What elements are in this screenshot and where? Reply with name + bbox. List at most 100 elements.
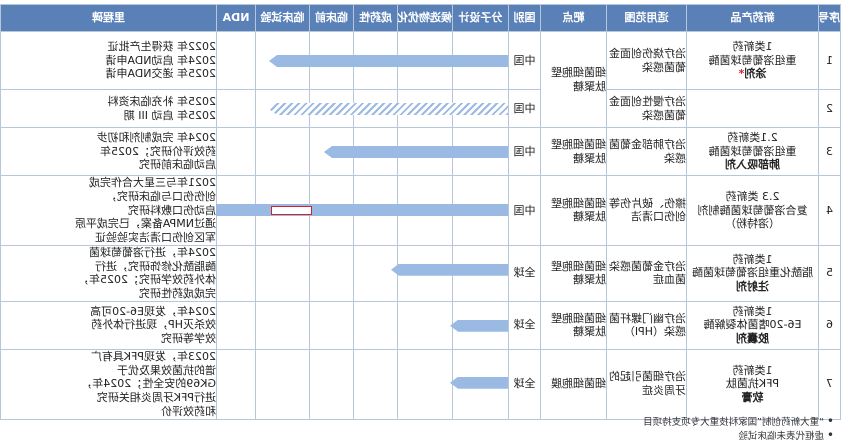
milestone-cell: 2024年 完成制剂和初步药效评价研究；2025年启动临床前研究 [0, 127, 217, 176]
region-cell: 中国 [508, 31, 541, 90]
target-cell: 细菌细胞壁肽聚糖 [540, 127, 607, 176]
row-number: 5 [818, 245, 841, 302]
milestone-line: 2025年 启动 III 期 [123, 108, 216, 122]
product-line: 1类新药 [732, 363, 773, 377]
header-stage-5: 临床试验 [255, 4, 310, 32]
stage-cell [216, 127, 256, 176]
stage-cell [255, 127, 310, 176]
milestone-cell: 2024年，发现E6-20可高效杀灭HP，现进行体外药效学等研究 [0, 301, 217, 350]
target-cell: 细菌细胞膜 [540, 349, 607, 419]
indication-cell: 治疗幽门螺杆菌感染（HPI） [606, 301, 687, 350]
target-cell: 细菌细胞壁肽聚糖 [540, 245, 607, 302]
stage-cell [216, 349, 256, 419]
product-form-text: 涂剂 [744, 67, 767, 81]
stage-cell [353, 301, 398, 350]
milestone-line: 2024年 启动NDA申请 [105, 53, 216, 67]
milestone-line: 2021年与三星大合作完成 [89, 176, 216, 189]
region-cell: 中国 [508, 175, 541, 246]
milestone-line: GK69的安全性；2024年， [81, 377, 216, 391]
stage-cell [255, 349, 310, 419]
stage-cell [255, 31, 310, 90]
stage-cell [255, 175, 310, 246]
region-cell: 全球 [508, 349, 541, 419]
stage-cell [353, 245, 398, 302]
stage-cell [353, 127, 398, 176]
product-form-text: 肺部吸入剂 [725, 158, 780, 172]
row-number: 4 [818, 175, 841, 246]
stage-cell [397, 349, 453, 419]
header-row: 序号 新药产品 适用范围 靶点 国别 分子设计 候选物优化 成药性 临床前 临床… [0, 4, 841, 32]
product-form-text: 软膏 [741, 391, 764, 404]
product-form-text: 胶囊剂 [736, 332, 769, 346]
stage-cell [309, 175, 354, 246]
milestone-line: 启动临床前研究 [139, 158, 216, 172]
stage-cell [453, 349, 509, 419]
product-form: 涂剂* [687, 67, 818, 81]
header-stage-3: 成药性 [353, 4, 398, 32]
milestone-line: 2025年 补充临床资料 [107, 94, 217, 108]
product-line: 2.3 类新药 [725, 189, 780, 203]
row-number: 3 [818, 127, 841, 176]
stage-cell [216, 175, 509, 246]
stage-cell [353, 349, 398, 419]
milestone-line: 启动伤口敷料研究 [128, 203, 216, 217]
milestone-cell: 2024年，进行溶葡萄球菌酶脂酰化修饰研究，进行体外药效学研究；2025年，完成… [0, 245, 217, 302]
milestone-line: 2024年 完成制剂和初步 [96, 130, 217, 144]
row-number: 6 [818, 301, 841, 350]
footnotes: •“重大新药创制”国家科技重大专项支持项目 •虚框代表未临床试验 [643, 414, 834, 442]
stage-cell [397, 127, 453, 176]
product-cell: 1类新药重组溶葡萄球菌酶涂剂* [686, 31, 819, 90]
header-stage-1: 分子设计 [452, 4, 509, 32]
row-number: 2 [818, 89, 841, 128]
stage-cell [216, 31, 256, 90]
product-cell: 1类新药脂酰化重组溶葡萄球菌酶注射剂 [686, 245, 819, 302]
region-cell: 全球 [508, 301, 541, 350]
target-cell: 细菌细胞壁肽聚糖 [540, 301, 607, 350]
stage-cell [397, 175, 453, 246]
footnote-text: “重大新药创制”国家科技重大专项支持项目 [643, 417, 824, 428]
stage-cell [397, 89, 453, 128]
indication-cell: 治疗金葡菌感染菌血症 [606, 245, 687, 302]
product-form: 软膏 [687, 391, 818, 405]
header-stage-4: 临床前 [309, 4, 354, 32]
indication-cell: 治疗烧伤创面金葡菌感染 [606, 31, 687, 90]
stage-cell [453, 301, 509, 350]
row-number: 1 [818, 31, 841, 90]
row-number: 7 [818, 349, 841, 419]
header-stage-6: NDA [216, 4, 256, 32]
product-cell: 2.3 类新药复合溶葡萄球菌酶制剂（溶特粉） [686, 175, 819, 246]
product-form: 胶囊剂 [687, 332, 818, 346]
indication-cell: 治疗细菌引起的牙周炎症 [606, 349, 687, 419]
product-line: 2.1类新药 [727, 130, 778, 144]
product-line: 重组溶葡萄球菌酶 [708, 144, 797, 158]
milestone-line: 2024年，进行溶葡萄球菌 [89, 245, 216, 259]
header-milestone: 里程碑 [0, 4, 217, 32]
product-form-text: 注射剂 [736, 280, 769, 294]
stage-cell [309, 245, 354, 302]
stage-cell [309, 127, 354, 176]
milestone-line: 2024年，发现E6-20可高 [90, 304, 216, 318]
milestone-line: 效杀灭HP，现进行体外药 [91, 318, 216, 332]
milestone-line: 军区创伤口清洁实验验证 [95, 231, 216, 244]
stage-cell [216, 301, 256, 350]
product-line: 1类新药 [732, 252, 773, 266]
star-mark: * [738, 67, 745, 81]
header-indication: 适用范围 [606, 4, 687, 32]
stage-cell [453, 89, 509, 128]
stage-cell [216, 89, 256, 128]
stage-cell [353, 175, 398, 246]
stage-cell [309, 349, 354, 419]
header-product: 新药产品 [686, 4, 819, 32]
product-line: E6-20嗜菌体裂解酶 [703, 318, 802, 332]
